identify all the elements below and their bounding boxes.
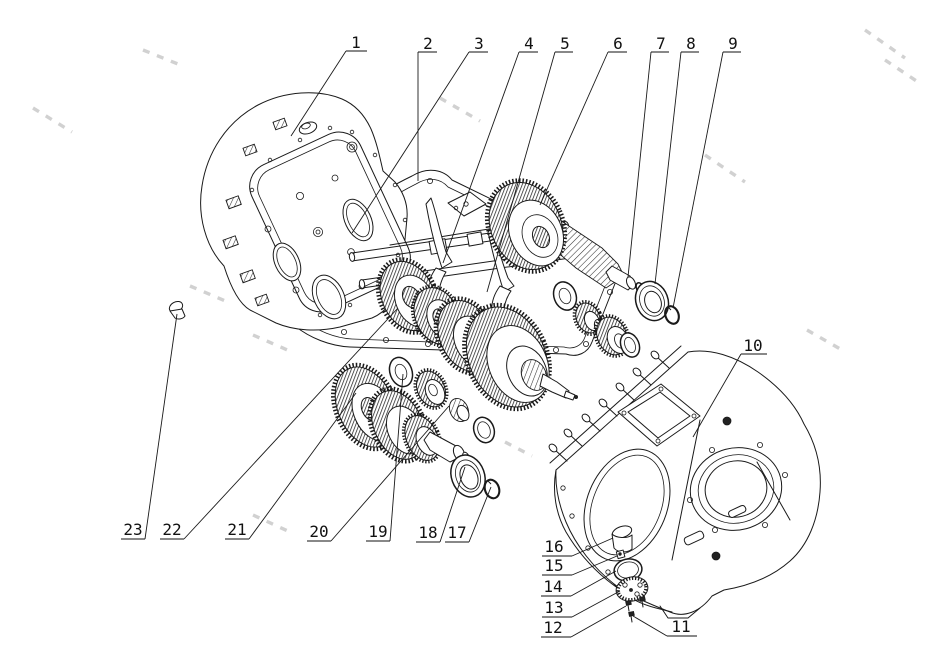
countershaft-gear-cluster [331, 362, 470, 464]
gear [413, 368, 449, 410]
rear-housing [548, 345, 821, 619]
bearing-bore [687, 441, 789, 534]
callout-17: 17 [447, 523, 466, 542]
callout-20: 20 [309, 522, 328, 541]
callout-4: 4 [524, 34, 534, 53]
callout-16: 16 [544, 537, 563, 556]
splined-bushing [448, 397, 470, 423]
bushing [168, 300, 186, 320]
callout-9: 9 [728, 34, 738, 53]
callout-13: 13 [544, 598, 563, 617]
bolt [625, 595, 646, 612]
shift-tower-window [617, 383, 701, 447]
callout-18: 18 [418, 523, 437, 542]
callout-11: 11 [671, 617, 690, 636]
front-housing [200, 92, 411, 331]
spacer-ring [472, 416, 496, 444]
callout-10: 10 [743, 336, 762, 355]
callout-8: 8 [686, 34, 696, 53]
flange-studs [548, 350, 670, 462]
callout-labels: 1 2 3 4 5 6 7 8 9 10 11 12 13 14 15 16 1… [121, 33, 767, 638]
callout-21: 21 [227, 520, 246, 539]
callout-22: 22 [162, 520, 181, 539]
ghost-marks [32, 28, 919, 534]
idler-gear-pair [572, 299, 641, 358]
callout-7: 7 [656, 34, 666, 53]
oil-strainer-cylinder [611, 525, 633, 553]
ball-bearing [634, 280, 670, 322]
cover-plate [615, 576, 649, 602]
snap-ring [664, 305, 680, 325]
thrust-washer [552, 281, 578, 311]
bolt-small [628, 610, 635, 623]
callout-19: 19 [368, 522, 387, 541]
main-shaft-gear-cluster [375, 257, 579, 412]
callout-14: 14 [543, 577, 562, 596]
callout-23: 23 [123, 520, 142, 539]
callout-1: 1 [351, 33, 361, 52]
callout-2: 2 [423, 34, 433, 53]
snap-ring-small [483, 478, 501, 500]
callout-3: 3 [474, 34, 484, 53]
callout-6: 6 [613, 34, 623, 53]
input-shaft-gear [484, 178, 645, 294]
callout-12: 12 [543, 618, 562, 637]
roller-bearing [450, 454, 486, 498]
washer [388, 356, 414, 388]
clip [615, 549, 626, 560]
callout-15: 15 [544, 556, 563, 575]
leader-lines [144, 50, 742, 638]
callout-5: 5 [560, 34, 570, 53]
